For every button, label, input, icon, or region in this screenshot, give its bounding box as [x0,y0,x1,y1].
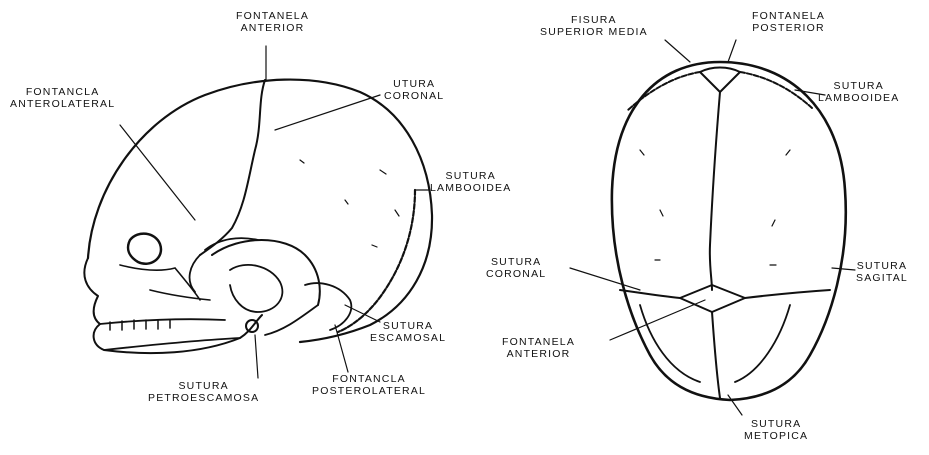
lateral-squamosal-suture [212,240,320,305]
label-line: FONTANELA [236,10,309,22]
label-line: SUTURA [744,418,808,430]
label-line: SUPERIOR MEDIA [540,26,648,38]
label-line: FONTANCLA [312,373,426,385]
label-line: FISURA [540,14,648,26]
label-line: SUTURA [856,260,908,272]
label-line: ANTERIOR [236,22,309,34]
label-line: SUTURA [818,80,899,92]
label-line: FONTANCLA [10,86,115,98]
label-line: SUTURA [486,256,546,268]
lateral-skull [84,80,432,354]
lateral-lambdoid-suture [338,190,415,332]
superior-sagittal-suture [710,92,720,290]
label-line: CORONAL [384,90,444,102]
superior-coronal-suture [620,290,830,298]
label-line: LAMBOOIDEA [430,182,511,194]
label-lateral-sutura-escamosa: SUTURA ESCAMOSAL [370,320,446,344]
label-line: SUTURA [148,380,259,392]
superior-posterior-fontanel [700,68,740,93]
label-superior-fontanela-anterior: FONTANELA ANTERIOR [502,336,575,360]
superior-cranium-outline [612,62,846,400]
label-superior-fisura-superior-media: FISURA SUPERIOR MEDIA [540,14,648,38]
label-superior-sutura-sagital: SUTURA SAGITAL [856,260,908,284]
label-line: FONTANELA [502,336,575,348]
label-line: UTURA [384,78,444,90]
lateral-texture [300,160,399,247]
label-line: LAMBOOIDEA [818,92,899,104]
label-line: POSTERIOR [752,22,825,34]
superior-metopic-suture [712,312,720,398]
label-line: ANTEROLATERAL [10,98,115,110]
label-lateral-sutura-coronal: UTURA CORONAL [384,78,444,102]
label-superior-sutura-metopica: SUTURA METOPICA [744,418,808,442]
label-line: CORONAL [486,268,546,280]
label-lateral-fontanela-anterolateral: FONTANCLA ANTEROLATERAL [10,86,115,110]
lateral-maxilla [120,265,210,300]
label-line: SUTURA [370,320,446,332]
label-line: METOPICA [744,430,808,442]
label-line: FONTANELA [752,10,825,22]
label-lateral-sutura-lambdoidea: SUTURA LAMBOOIDEA [430,170,511,194]
label-lateral-fontanela-anterior: FONTANELA ANTERIOR [236,10,309,34]
label-line: ANTERIOR [502,348,575,360]
label-line: SUTURA [430,170,511,182]
lateral-orbit [128,234,161,264]
label-superior-fontanela-posterior: FONTANELA POSTERIOR [752,10,825,34]
label-line: POSTEROLATERAL [312,385,426,397]
superior-skull [612,62,846,400]
label-superior-sutura-coronal: SUTURA CORONAL [486,256,546,280]
label-lateral-fontanela-posterolateral: FONTANCLA POSTEROLATERAL [312,373,426,397]
label-superior-sutura-lambdoidea: SUTURA LAMBOOIDEA [818,80,899,104]
label-lateral-sutura-petroescamosa: SUTURA PETROESCAMOSA [148,380,259,404]
lateral-mastoid-region [265,283,351,335]
label-line: SAGITAL [856,272,908,284]
label-line: PETROESCAMOSA [148,392,259,404]
lateral-temporal [230,265,282,312]
lateral-coronal-suture [200,80,265,255]
label-line: ESCAMOSAL [370,332,446,344]
